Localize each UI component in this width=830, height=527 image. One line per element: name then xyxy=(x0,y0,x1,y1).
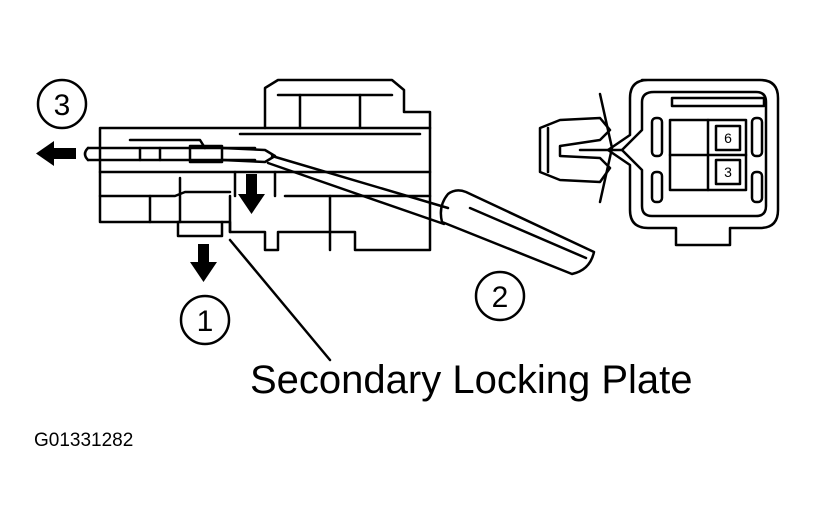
connector-face xyxy=(606,78,780,247)
figure-code: G01331282 xyxy=(34,430,133,451)
terminal-wire xyxy=(83,138,277,164)
step-1-marker: 1 xyxy=(179,294,231,346)
callout-label: Secondary Locking Plate xyxy=(250,358,693,402)
secondary-locking-plate xyxy=(176,220,224,238)
step-2-marker: 2 xyxy=(474,270,526,322)
arrow-left-icon xyxy=(36,141,76,166)
screwdriver xyxy=(266,154,596,276)
connector-body xyxy=(98,78,432,252)
step-3-marker: 3 xyxy=(36,78,88,130)
arrow-down-icon xyxy=(190,244,217,282)
callout-leader-line xyxy=(228,238,332,362)
step-1-number: 1 xyxy=(197,305,214,338)
pin-label: 3 xyxy=(724,164,732,180)
step-2-number: 2 xyxy=(492,281,509,314)
arrow-down-icon xyxy=(238,174,265,214)
pin-label: 6 xyxy=(724,130,732,146)
step-3-number: 3 xyxy=(54,89,71,122)
retaining-clip xyxy=(538,92,624,204)
